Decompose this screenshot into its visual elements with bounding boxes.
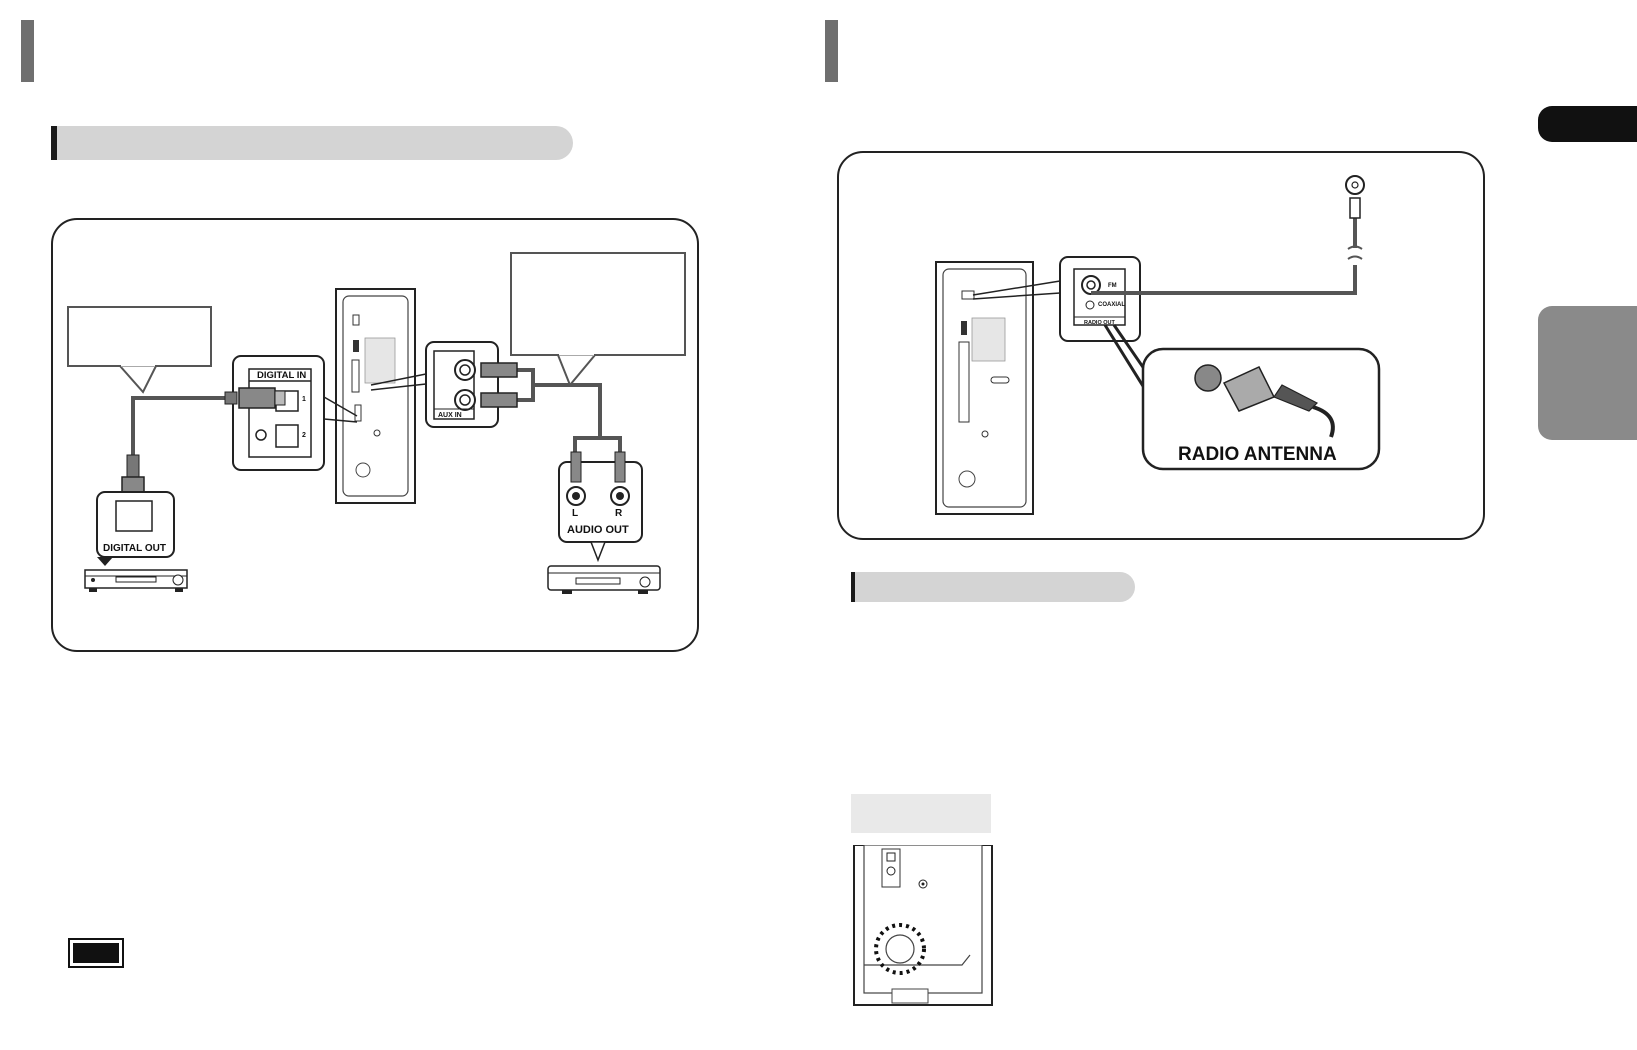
left-callout-balloon <box>67 306 212 394</box>
digital-in-zoom <box>232 355 325 471</box>
aux-in-zoom <box>425 341 499 428</box>
note-badge-icon <box>68 938 124 968</box>
unit-rear-closeup <box>852 844 995 1007</box>
chapter-tab-gray <box>1538 306 1637 440</box>
radio-out-zoom <box>1059 256 1141 342</box>
chapter-tab-black <box>1538 106 1637 142</box>
radio-antenna-closeup <box>1141 347 1381 471</box>
note-panel <box>851 794 991 833</box>
radio-antenna-label: RADIO ANTENNA <box>1178 444 1337 465</box>
right-page-accent-bar <box>825 20 838 82</box>
antenna-diagram-svg: FM COAXIAL RADIO OUT RADIO ANTENNA <box>935 175 1381 515</box>
channel-r-label: R <box>615 508 623 519</box>
right-callout-balloon <box>510 252 686 387</box>
channel-l-label: L <box>572 508 578 519</box>
audio-out-zoom <box>558 451 643 563</box>
digital-in-label: DIGITAL IN <box>257 370 306 381</box>
main-unit-rear-panel <box>335 288 416 504</box>
radio-out-label: RADIO OUT <box>1084 320 1116 326</box>
port-1-label: 1 <box>302 396 306 403</box>
digital-out-zoom <box>96 491 175 566</box>
aux-in-label: AUX IN <box>438 412 462 419</box>
coaxial-label: COAXIAL <box>1098 302 1125 308</box>
fm-label: FM <box>1108 283 1117 289</box>
connection-diagram-svg: DIGITAL IN 1 2 AUX IN DIGITAL OUT L R AU… <box>67 252 686 594</box>
optical-plug <box>224 387 286 409</box>
audio-out-label: AUDIO OUT <box>567 524 629 536</box>
radio-antenna-connection-diagram: FM COAXIAL RADIO OUT RADIO ANTENNA <box>837 151 1485 540</box>
port-2-label: 2 <box>302 432 306 439</box>
dvd-player-device <box>84 569 188 592</box>
main-unit-rear-panel-2 <box>935 261 1034 515</box>
right-section-header <box>851 572 1135 602</box>
digital-out-label: DIGITAL OUT <box>103 543 166 554</box>
unit-rear-closeup-svg <box>853 844 993 1006</box>
left-page-accent-bar <box>21 20 34 82</box>
antenna-terminal <box>1345 175 1365 219</box>
vcr-device <box>547 565 661 594</box>
digital-aux-connection-diagram: DIGITAL IN 1 2 AUX IN DIGITAL OUT L R AU… <box>51 218 699 652</box>
left-section-header <box>51 126 573 160</box>
